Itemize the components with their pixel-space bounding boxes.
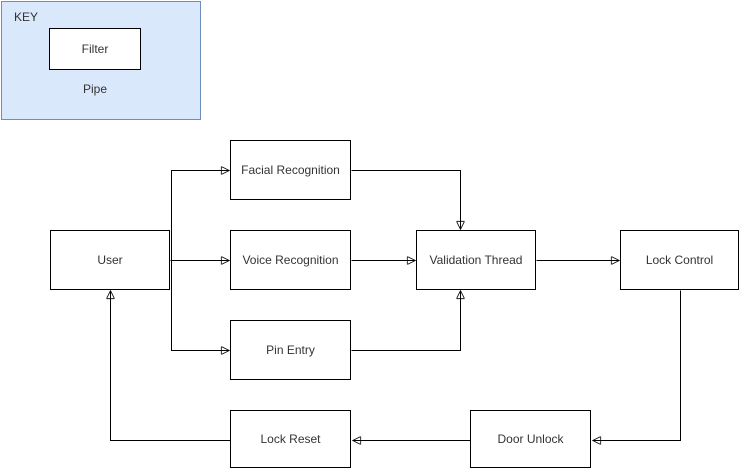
- legend-filter-label: Filter: [81, 42, 109, 56]
- legend-pipe-label: Pipe: [82, 82, 108, 96]
- node-lock-control: Lock Control: [620, 230, 739, 290]
- node-lock-reset: Lock Reset: [230, 410, 351, 468]
- node-door-unlock: Door Unlock: [470, 410, 591, 468]
- legend-filter-sample: Filter: [49, 28, 141, 70]
- node-pin-entry: Pin Entry: [230, 320, 351, 380]
- edge-user-to-pin-entry: [171, 260, 229, 351]
- node-facial-recognition-label: Facial Recognition: [241, 162, 340, 177]
- edge-facial-recognition-to-validation-thread: [351, 170, 461, 229]
- legend-heading: KEY: [14, 10, 39, 24]
- node-lock-reset-label: Lock Reset: [260, 431, 321, 446]
- node-voice-recognition-label: Voice Recognition: [242, 252, 339, 267]
- node-lock-control-label: Lock Control: [645, 252, 714, 267]
- node-door-unlock-label: Door Unlock: [497, 431, 564, 446]
- node-pin-entry-label: Pin Entry: [266, 342, 315, 357]
- edge-lock-reset-to-user: [111, 292, 231, 441]
- node-user: User: [50, 230, 170, 290]
- edge-pin-entry-to-validation-thread: [351, 292, 461, 351]
- node-voice-recognition: Voice Recognition: [230, 230, 351, 290]
- edge-lock-control-to-door-unlock: [594, 290, 681, 441]
- node-validation-thread-label: Validation Thread: [429, 252, 523, 267]
- edge-user-to-facial-recognition: [171, 171, 229, 261]
- node-facial-recognition: Facial Recognition: [230, 140, 351, 200]
- node-validation-thread: Validation Thread: [416, 230, 536, 290]
- node-user-label: User: [97, 252, 123, 267]
